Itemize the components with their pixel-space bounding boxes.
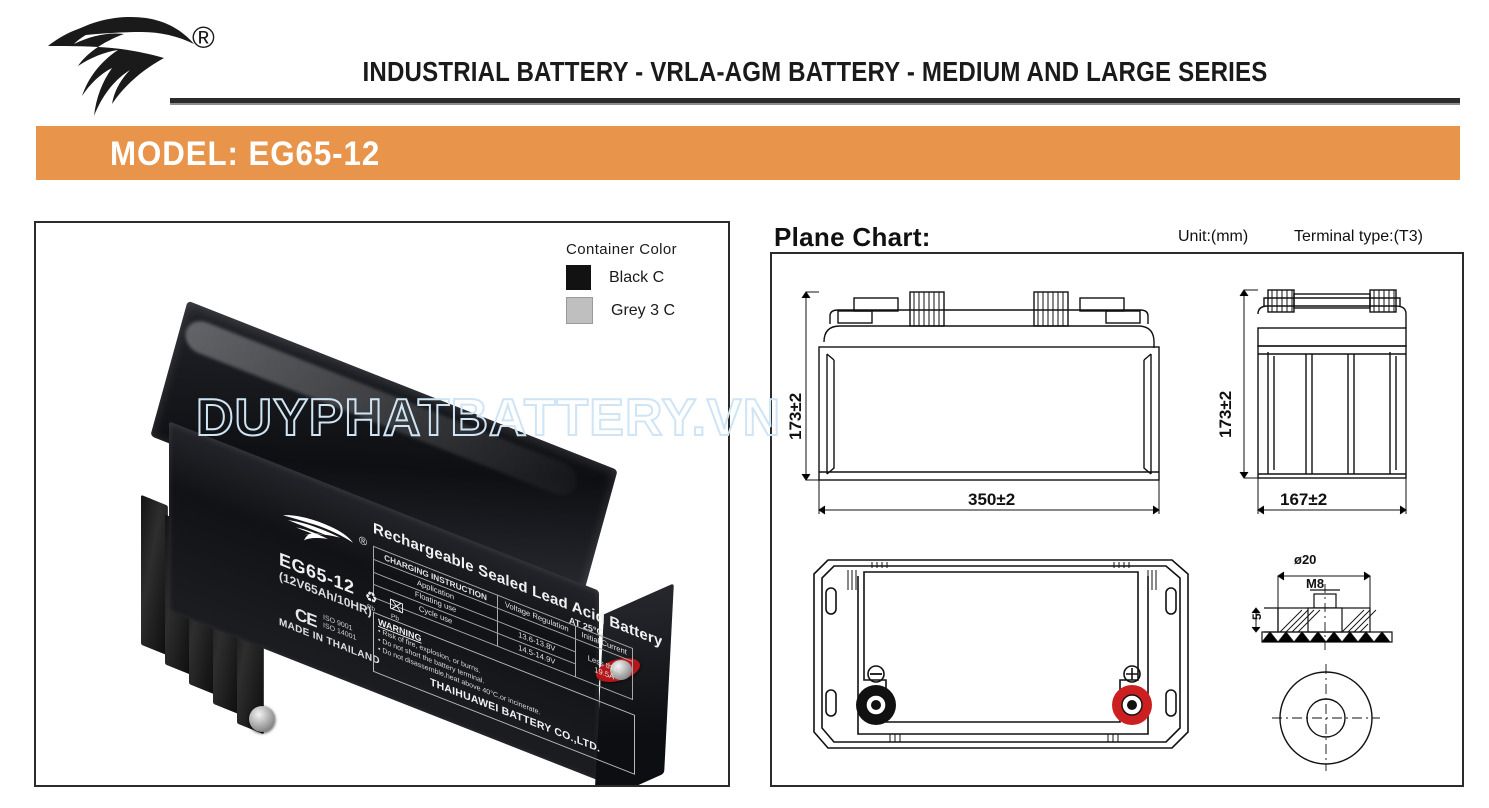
- terminal-diameter-dim: ø20: [1294, 552, 1317, 567]
- side-view-drawing: [1239, 289, 1407, 515]
- grey-swatch-icon: [566, 297, 593, 324]
- top-view-drawing: [813, 559, 1189, 749]
- plane-chart-header: Plane Chart: Unit:(mm) Terminal type:(T3…: [774, 222, 1464, 254]
- unit-label: Unit:(mm): [1178, 228, 1249, 245]
- label-registered-mark: ®: [359, 534, 368, 550]
- battery-product-image: ® EG65-12 (12V65Ah/10HR) CE ISO 9001 ISO…: [36, 223, 728, 785]
- positive-terminal-photo: [610, 660, 632, 680]
- legend-title: Container Color: [566, 241, 678, 258]
- legend-item-black: Black C: [566, 265, 716, 290]
- black-swatch-icon: [566, 265, 591, 290]
- warning-line-3: • Do not disassemble,heat above 40°C,or …: [378, 645, 541, 717]
- terminal-type-label: Terminal type:(T3): [1294, 228, 1423, 245]
- side-view-width-dim: 167±2: [1280, 490, 1328, 509]
- model-banner-label: MODEL: EG65-12: [110, 134, 381, 173]
- side-view-height-dim: 173±2: [1216, 390, 1235, 438]
- terminal-thread-dim: M8: [1306, 576, 1325, 591]
- page-title: INDUSTRIAL BATTERY - VRLA-AGM BATTERY - …: [362, 56, 1268, 87]
- legend-item-grey: Grey 3 C: [566, 297, 716, 324]
- registered-mark: ®: [192, 20, 215, 55]
- front-view-height-dim: 173±2: [786, 392, 805, 440]
- legend-label-black: Black C: [609, 268, 665, 286]
- model-banner: [36, 126, 1460, 180]
- legend-label-grey: Grey 3 C: [611, 301, 676, 319]
- eagle-logo-icon: [48, 16, 194, 117]
- plane-chart-panel: 173±2 350±2: [770, 252, 1464, 787]
- battery-printed-label: ® EG65-12 (12V65Ah/10HR) CE ISO 9001 ISO…: [169, 421, 662, 780]
- negative-terminal-drawing: [856, 665, 896, 725]
- manufacturer-name: THAIHUAWEI BATTERY CO.,LTD.: [430, 676, 601, 756]
- terminal-detail-drawing: [1251, 571, 1393, 771]
- positive-terminal-drawing: [1112, 665, 1152, 725]
- header-divider: [170, 98, 1460, 105]
- page-header: ® INDUSTRIAL BATTERY - VRLA-AGM BATTERY …: [0, 0, 1489, 118]
- container-color-legend: Container Color Black C Grey 3 C: [566, 241, 716, 324]
- product-photo-panel: ® EG65-12 (12V65Ah/10HR) CE ISO 9001 ISO…: [34, 221, 730, 787]
- plane-chart-title: Plane Chart:: [774, 222, 931, 252]
- terminal-thickness-dim: 5: [1250, 613, 1264, 620]
- front-view-drawing: [801, 291, 1160, 515]
- negative-terminal-photo: [249, 706, 275, 732]
- label-eagle-logo-icon: [283, 515, 353, 543]
- front-view-width-dim: 350±2: [968, 490, 1016, 509]
